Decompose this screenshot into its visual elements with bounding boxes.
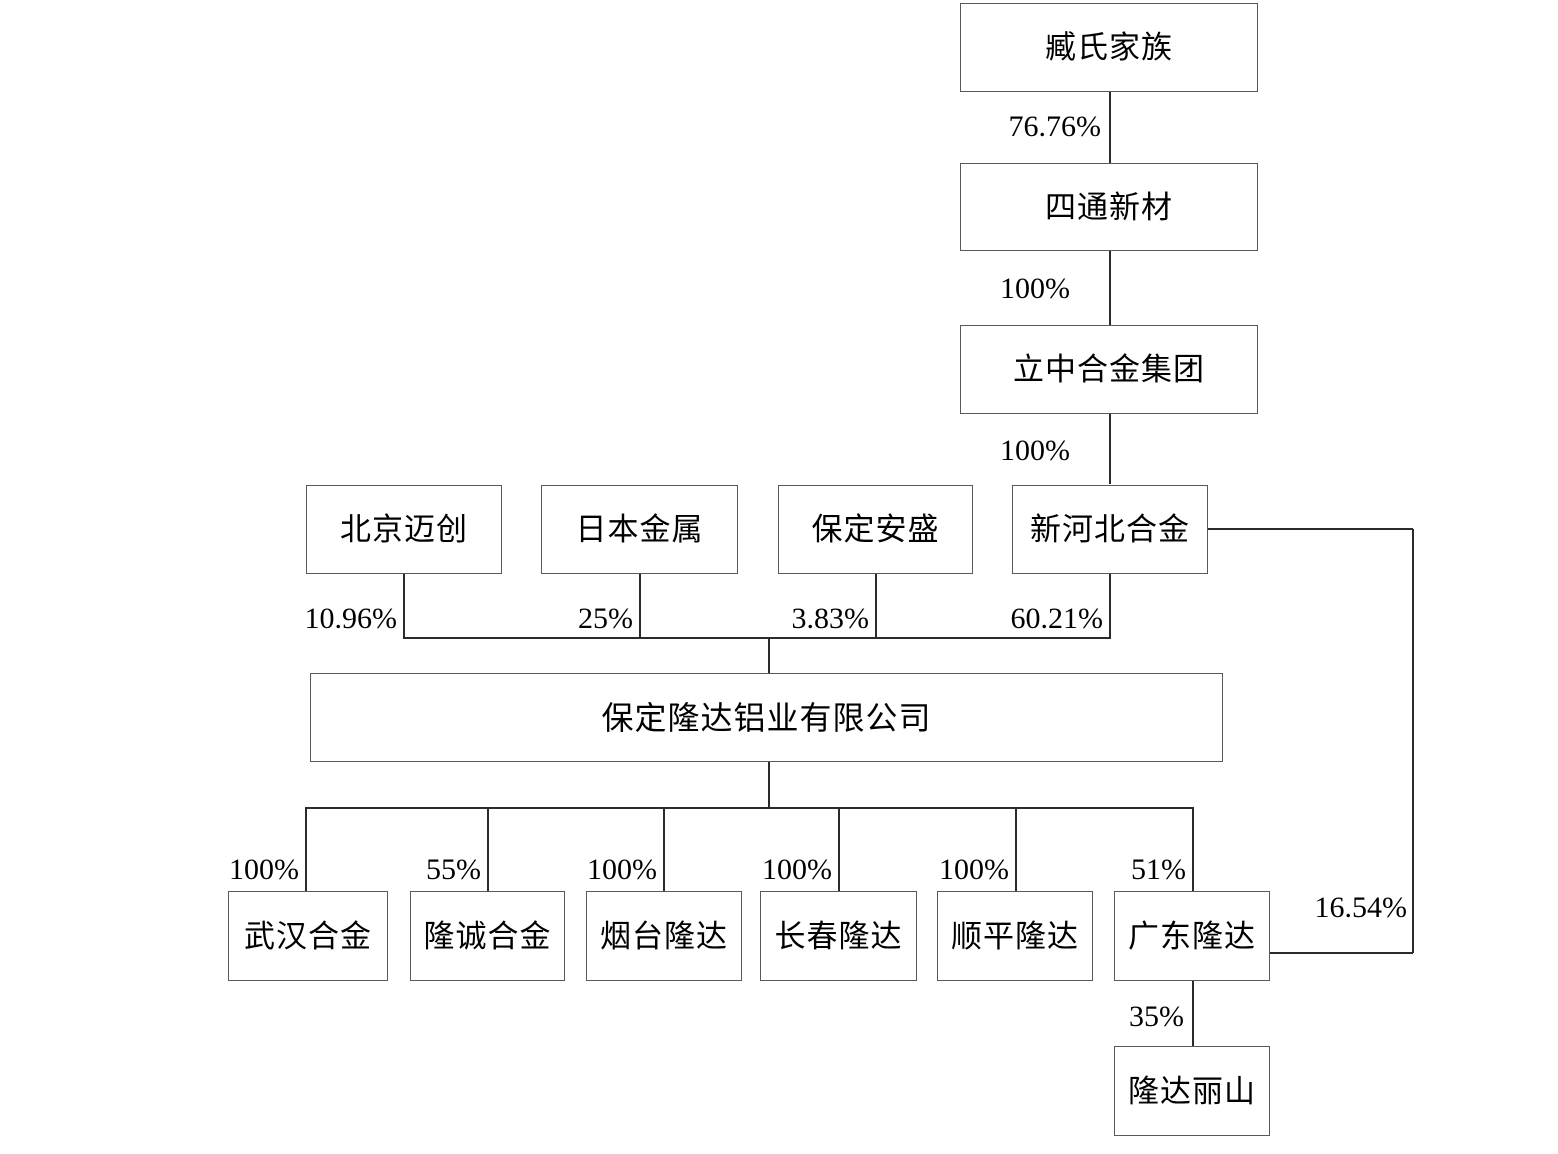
node-shunping-longda[interactable]: 顺平隆达 xyxy=(937,891,1093,981)
edge-zang-to-sitong xyxy=(1109,92,1111,163)
edge-longda-to-subsidiaries-stem xyxy=(768,762,770,809)
pct-ansheng-to-longda: 3.83% xyxy=(791,602,870,635)
node-baoding-longda[interactable]: 保定隆达铝业有限公司 xyxy=(310,673,1223,762)
edge-stem-longcheng xyxy=(487,807,489,891)
pct-guangdong-to-lishan: 35% xyxy=(1129,1000,1184,1033)
edge-guangdong-to-lishan xyxy=(1192,981,1194,1046)
node-baoding-ansheng[interactable]: 保定安盛 xyxy=(778,485,973,574)
node-guangdong-longda[interactable]: 广东隆达 xyxy=(1114,891,1270,981)
pct-longda-to-wuhan: 100% xyxy=(229,853,299,886)
edge-stem-shunping xyxy=(1015,807,1017,891)
edge-collector-to-longda xyxy=(768,637,770,674)
edge-sitong-to-lizhong xyxy=(1109,251,1111,325)
edge-stem-wuhan xyxy=(305,807,307,891)
edge-shareholders-collector-bar xyxy=(403,637,1111,639)
pct-longda-to-changchun: 100% xyxy=(762,853,832,886)
pct-maichuang-to-longda: 10.96% xyxy=(304,602,398,635)
node-zang-family[interactable]: 臧氏家族 xyxy=(960,3,1258,92)
node-riben-jinshu[interactable]: 日本金属 xyxy=(541,485,738,574)
node-longcheng-hejin[interactable]: 隆诚合金 xyxy=(410,891,565,981)
pct-zang-to-sitong: 76.76% xyxy=(1008,110,1102,143)
node-changchun-longda[interactable]: 长春隆达 xyxy=(760,891,917,981)
edge-stem-yantai xyxy=(663,807,665,891)
edge-guangdong-to-xinhebei-horizontal-upper xyxy=(1207,528,1413,530)
pct-lizhong-to-xinhebei: 100% xyxy=(1000,434,1070,467)
node-lizhong-group[interactable]: 立中合金集团 xyxy=(960,325,1258,414)
edge-guangdong-to-xinhebei-horizontal-lower xyxy=(1269,952,1413,954)
node-wuhan-hejin[interactable]: 武汉合金 xyxy=(228,891,388,981)
edge-maichuang-stem xyxy=(403,574,405,639)
edge-subsidiaries-distribution-bar xyxy=(305,807,1193,809)
node-longda-lishan[interactable]: 隆达丽山 xyxy=(1114,1046,1270,1136)
pct-riben-to-longda: 25% xyxy=(578,602,633,635)
edge-ansheng-stem xyxy=(875,574,877,639)
edge-guangdong-to-xinhebei-vertical xyxy=(1412,529,1414,953)
edge-stem-guangdong xyxy=(1192,807,1194,891)
edge-riben-stem xyxy=(639,574,641,639)
pct-sitong-to-lizhong: 100% xyxy=(1000,272,1070,305)
node-beijing-maichuang[interactable]: 北京迈创 xyxy=(306,485,502,574)
pct-longda-to-guangdong: 51% xyxy=(1131,853,1186,886)
pct-longda-to-yantai: 100% xyxy=(587,853,657,886)
pct-longda-to-longcheng: 55% xyxy=(426,853,481,886)
node-yantai-longda[interactable]: 烟台隆达 xyxy=(586,891,742,981)
edge-stem-changchun xyxy=(838,807,840,891)
pct-guangdong-to-xinhebei: 16.54% xyxy=(1314,891,1408,924)
edge-lizhong-to-xinhebei xyxy=(1109,414,1111,484)
node-sitong-xincai[interactable]: 四通新材 xyxy=(960,163,1258,251)
edge-xinhebei-stem xyxy=(1109,574,1111,639)
node-xin-hebei-hejin[interactable]: 新河北合金 xyxy=(1012,485,1208,574)
pct-longda-to-shunping: 100% xyxy=(939,853,1009,886)
pct-xinhebei-to-longda: 60.21% xyxy=(1010,602,1104,635)
